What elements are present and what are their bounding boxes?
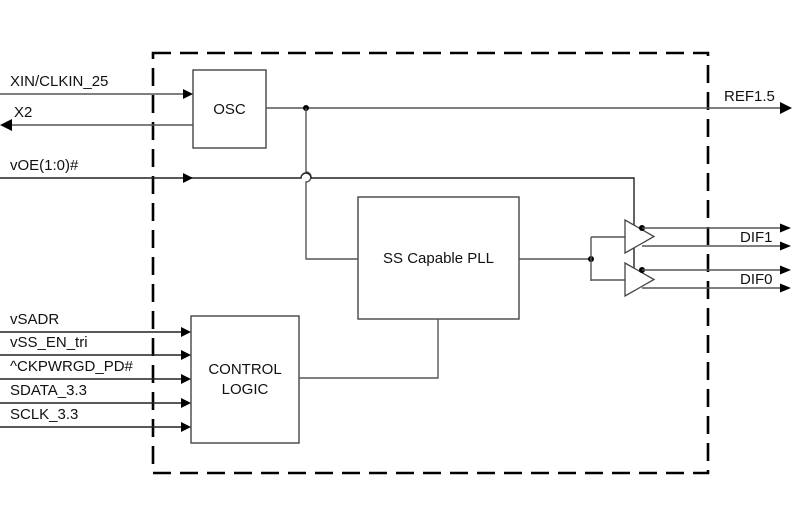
x2-label: X2 (14, 104, 32, 121)
sdata-label: SDATA_3.3 (10, 382, 87, 399)
ckpwrgd-arrow-icon (181, 374, 191, 384)
voe-arrow-icon (183, 173, 193, 183)
dif1-label: DIF1 (740, 229, 773, 246)
osc-to-pll-wire (305, 108, 358, 260)
pll-block (357, 196, 520, 320)
sclk-label: SCLK_3.3 (10, 406, 78, 423)
control-logic-label-1: CONTROL (208, 361, 281, 378)
dif1-buffer-icon (624, 218, 656, 255)
dif1-minus-arrow-icon (780, 241, 791, 251)
pll-label: SS Capable PLL (383, 250, 494, 267)
sdata-arrow-icon (181, 398, 191, 408)
x2-arrow-icon (0, 119, 12, 131)
vss-en-arrow-icon (181, 350, 191, 360)
dif0-minus-arrow-icon (780, 283, 791, 293)
vsadr-arrow-icon (181, 327, 191, 337)
osc-block (192, 69, 267, 149)
chip-boundary (151, 51, 710, 475)
vsadr-label: vSADR (10, 311, 59, 328)
sclk-arrow-icon (181, 422, 191, 432)
osc-label: OSC (213, 101, 246, 118)
vss-en-label: vSS_EN_tri (10, 334, 88, 351)
voe-label: vOE(1:0)# (10, 157, 79, 174)
control-logic-label-2: LOGIC (222, 381, 269, 398)
control-logic-block (190, 315, 300, 444)
voe-wire (0, 172, 635, 224)
ckpwrgd-label: ^CKPWRGD_PD# (10, 358, 134, 375)
xin-arrow-icon (183, 89, 193, 99)
ref-arrow-icon (780, 102, 792, 114)
dif0-label: DIF0 (740, 271, 773, 288)
ref-label: REF1.5 (724, 88, 775, 105)
dif1-plus-arrow-icon (780, 223, 791, 233)
xin-label: XIN/CLKIN_25 (10, 73, 108, 90)
control-to-pll-wire (299, 319, 439, 379)
dif0-plus-arrow-icon (780, 265, 791, 275)
dif0-buffer-icon (624, 261, 656, 298)
